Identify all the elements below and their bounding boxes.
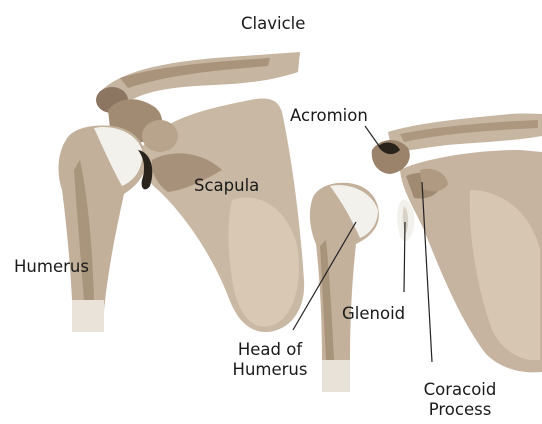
label-coracoid-line1: Coracoid [412,380,508,400]
label-clavicle: Clavicle [241,14,305,34]
label-coracoid-line2: Process [412,400,508,420]
label-acromion: Acromion [290,106,368,126]
label-head-of-humerus: Head of Humerus [222,340,318,380]
label-glenoid: Glenoid [342,304,405,324]
label-head-of-humerus-line2: Humerus [222,360,318,380]
left-scapula [108,99,304,333]
left-humerus [59,126,153,332]
label-head-of-humerus-line1: Head of [222,340,318,360]
leader-lines [293,126,432,362]
leader-acromion [365,126,382,150]
right-clavicle [388,114,542,152]
right-humerus [310,183,379,392]
label-coracoid-process: Coracoid Process [412,380,508,420]
label-scapula: Scapula [194,176,259,196]
label-humerus: Humerus [14,257,89,277]
right-scapula [372,140,542,372]
